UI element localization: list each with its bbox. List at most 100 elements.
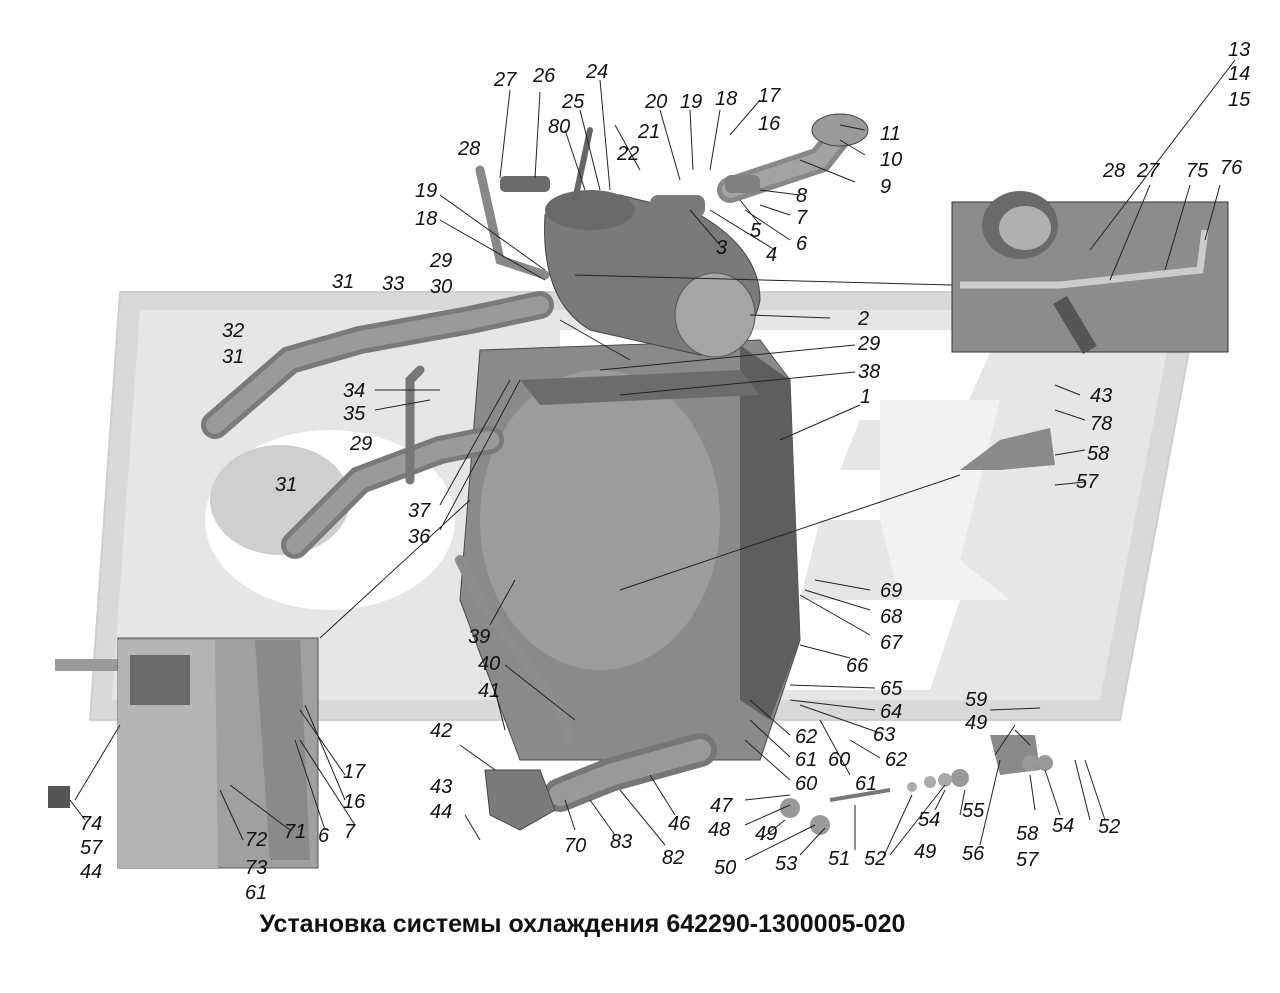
callout-38: 38: [858, 361, 880, 383]
callout-25: 25: [561, 91, 585, 113]
callout-22: 22: [616, 143, 639, 165]
callout-21: 21: [637, 121, 660, 143]
callout-31-upper: 31: [332, 271, 354, 293]
expansion-tank: [544, 190, 761, 358]
callout-6: 6: [796, 233, 808, 255]
callout-20: 20: [644, 91, 667, 113]
callout-13: 13: [1228, 39, 1250, 61]
callout-62-right: 62: [885, 749, 907, 771]
callout-58-right: 58: [1087, 443, 1109, 465]
callout-33: 33: [382, 273, 404, 295]
callout-63: 63: [873, 724, 895, 746]
callout-69: 69: [880, 580, 902, 602]
callout-75: 75: [1186, 160, 1209, 182]
callout-15: 15: [1228, 89, 1251, 111]
callout-48: 48: [708, 819, 730, 841]
callout-27: 27: [493, 69, 517, 91]
callout-36: 36: [408, 526, 431, 548]
callout-52-right: 52: [1098, 816, 1120, 838]
page-title: Установка системы охлаждения 642290-1300…: [259, 910, 906, 938]
callout-51: 51: [828, 848, 850, 870]
callout-76: 76: [1220, 157, 1243, 179]
callout-29-upper: 29: [429, 250, 452, 272]
callout-8: 8: [796, 185, 807, 207]
callout-16-inset: 16: [343, 791, 366, 813]
callout-59: 59: [965, 689, 987, 711]
callout-7-inset: 7: [344, 821, 356, 843]
callout-80: 80: [548, 116, 570, 138]
callout-61-inset: 61: [245, 882, 267, 904]
callout-16: 16: [758, 113, 781, 135]
callout-71: 71: [284, 821, 306, 843]
callout-44-inset: 44: [80, 861, 102, 883]
callout-62-left: 62: [795, 726, 817, 748]
callout-17-inset: 17: [343, 761, 366, 783]
inset-bracket: [117, 637, 319, 869]
callout-66: 66: [846, 655, 869, 677]
callout-4: 4: [766, 244, 777, 266]
callout-28-inset: 28: [1102, 160, 1125, 182]
callout-58-low: 58: [1016, 823, 1038, 845]
callout-49-low: 49: [755, 823, 777, 845]
callout-37: 37: [408, 500, 431, 522]
callout-1: 1: [860, 386, 871, 408]
callout-14: 14: [1228, 63, 1250, 85]
callout-47: 47: [710, 795, 733, 817]
callout-60-low: 60: [795, 773, 817, 795]
callout-67: 67: [880, 632, 903, 654]
callout-68: 68: [880, 606, 902, 628]
callout-26: 26: [532, 65, 556, 87]
callout-82: 82: [662, 847, 684, 869]
callout-65: 65: [880, 678, 903, 700]
callout-61-low: 61: [855, 773, 877, 795]
callout-72: 72: [245, 829, 267, 851]
callout-10: 10: [880, 149, 902, 171]
callout-64: 64: [880, 701, 902, 723]
callout-28: 28: [457, 138, 480, 160]
callout-49-mid: 49: [914, 841, 936, 863]
callout-78: 78: [1090, 413, 1112, 435]
callout-19-left: 19: [415, 180, 437, 202]
callout-83: 83: [610, 831, 632, 853]
callout-70: 70: [564, 835, 586, 857]
callout-31-mid: 31: [222, 346, 244, 368]
callout-43-lower: 43: [430, 776, 452, 798]
callout-18-left: 18: [415, 208, 437, 230]
callout-49-top: 49: [965, 712, 987, 734]
callout-2: 2: [857, 308, 869, 330]
callout-27-inset: 27: [1136, 160, 1160, 182]
callout-54-left: 54: [918, 809, 940, 831]
callout-3: 3: [716, 237, 727, 259]
callout-31-lower: 31: [275, 474, 297, 496]
callout-32: 32: [222, 320, 244, 342]
callout-52-left: 52: [864, 848, 886, 870]
callout-54-right: 54: [1052, 815, 1074, 837]
callout-18: 18: [715, 88, 737, 110]
callout-24: 24: [585, 61, 608, 83]
callout-41: 41: [478, 680, 500, 702]
callout-74: 74: [80, 813, 102, 835]
radiator: [459, 339, 801, 761]
callout-11: 11: [880, 123, 901, 145]
callout-40: 40: [478, 653, 500, 675]
callout-50: 50: [714, 857, 736, 879]
callout-57-right: 57: [1076, 471, 1099, 493]
callout-57-inset: 57: [80, 837, 103, 859]
callout-35: 35: [343, 403, 366, 425]
callout-9: 9: [880, 176, 891, 198]
callout-39: 39: [468, 626, 490, 648]
callout-17: 17: [758, 85, 781, 107]
callout-29-lower: 29: [349, 433, 372, 455]
inset-detail: [951, 191, 1229, 355]
callout-60-mid: 60: [828, 749, 850, 771]
callout-57-low: 57: [1016, 849, 1039, 871]
callout-53: 53: [775, 853, 797, 875]
callout-19: 19: [680, 91, 702, 113]
callout-42: 42: [430, 720, 452, 742]
callout-7: 7: [796, 207, 808, 229]
callout-34: 34: [343, 380, 365, 402]
callout-46: 46: [668, 813, 691, 835]
callout-43-right: 43: [1090, 385, 1112, 407]
callout-29-right: 29: [857, 333, 880, 355]
